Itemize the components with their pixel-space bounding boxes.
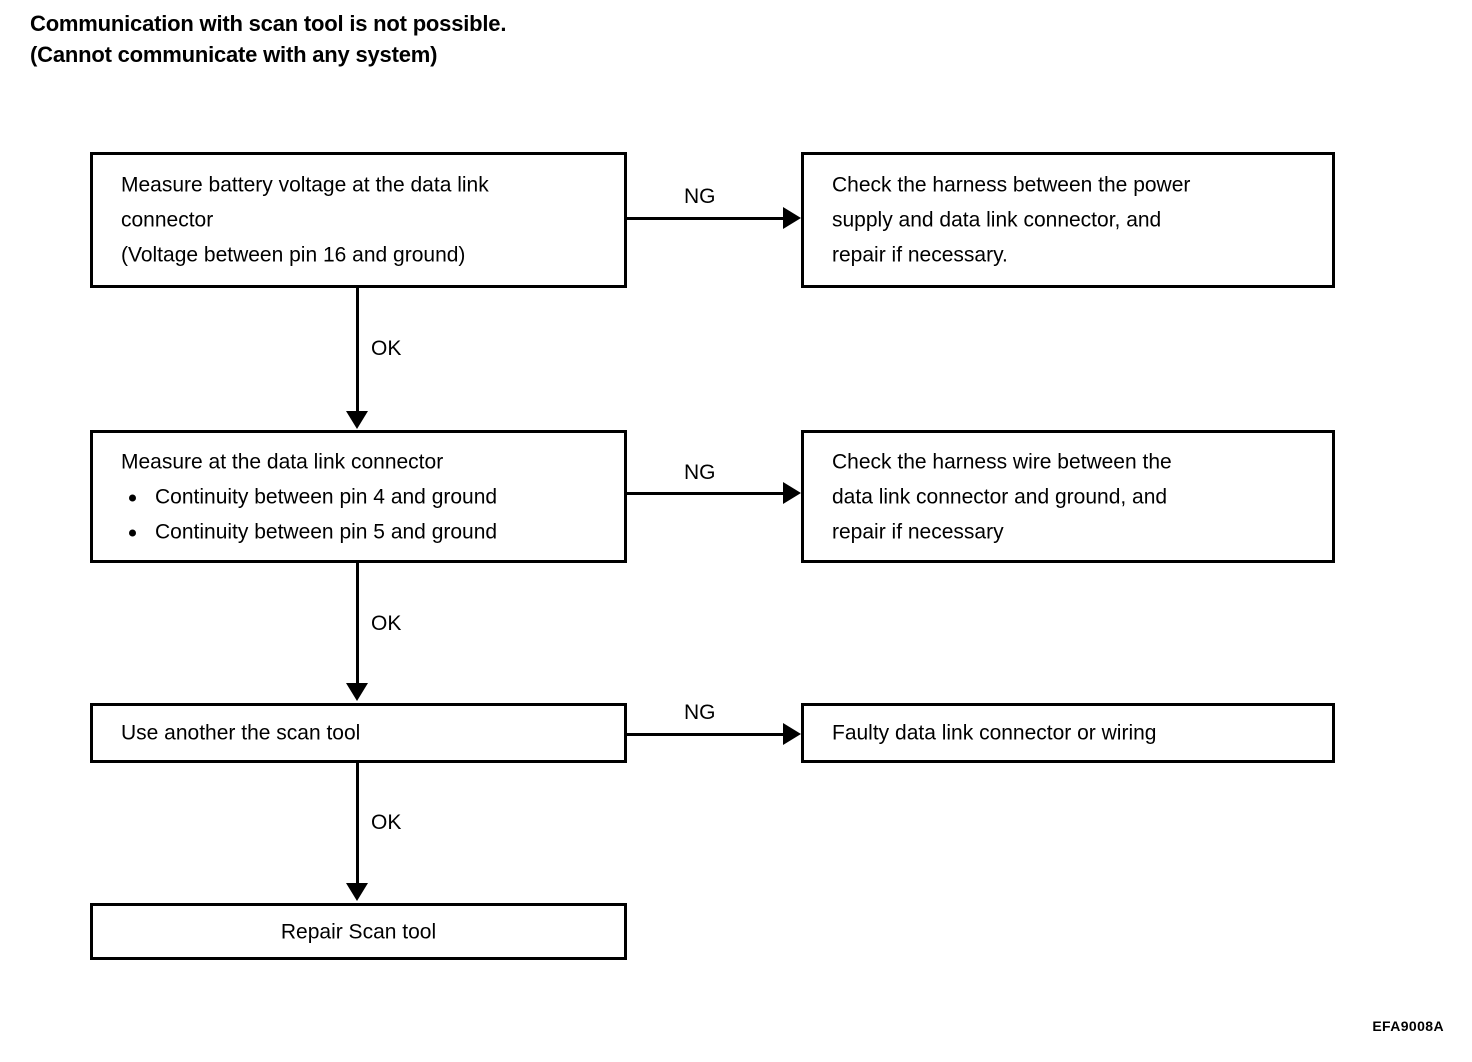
arrowhead-ng-1 <box>783 207 801 229</box>
flow-box-use-another-scan-tool: Use another the scan tool <box>90 703 627 763</box>
step4-line-1: Repair Scan tool <box>280 920 437 943</box>
flow-box-faulty-data-link-connector-text: Faulty data link connector or wiring <box>832 716 1322 751</box>
step1-line-2: connector <box>121 208 214 232</box>
flow-box-repair-scan-tool-text: Repair Scan tool <box>93 914 624 949</box>
page-title: Communication with scan tool is not poss… <box>30 8 930 70</box>
edge-label-ok-1: OK <box>371 337 402 360</box>
connector-line-ok-3 <box>356 763 359 885</box>
step2-ng-line-2: data link connector and ground, and <box>832 485 1168 508</box>
figure-reference-code: EFA9008A <box>1372 1018 1444 1034</box>
connector-line-ng-1 <box>627 217 784 220</box>
connector-line-ng-2 <box>627 492 784 495</box>
step1-ng-line-1: Check the harness between the power <box>832 173 1191 197</box>
step3-line-1: Use another the scan tool <box>121 721 361 745</box>
flow-box-check-power-supply-harness-text: Check the harness between the power supp… <box>832 168 1322 273</box>
bullet-dot-icon <box>129 529 136 536</box>
flow-box-faulty-data-link-connector: Faulty data link connector or wiring <box>801 703 1335 763</box>
edge-label-ok-3: OK <box>371 811 402 834</box>
arrowhead-ng-2 <box>783 482 801 504</box>
step2-ng-line-3: repair if necessary <box>832 520 1004 543</box>
edge-label-ng-2: NG <box>684 461 716 484</box>
edge-label-ng-3: NG <box>684 701 716 724</box>
flow-box-repair-scan-tool: Repair Scan tool <box>90 903 627 960</box>
arrowhead-ng-3 <box>783 723 801 745</box>
flow-box-measure-data-link-connector-text: Measure at the data link connector Conti… <box>121 444 614 549</box>
step1-line-1: Measure battery voltage at the data link <box>121 173 489 197</box>
connector-line-ok-2 <box>356 563 359 685</box>
step2-heading: Measure at the data link connector <box>121 450 444 473</box>
arrowhead-ok-3 <box>346 883 368 901</box>
flow-box-use-another-scan-tool-text: Use another the scan tool <box>121 716 614 751</box>
flow-box-check-power-supply-harness: Check the harness between the power supp… <box>801 152 1335 288</box>
flow-box-measure-battery-voltage-text: Measure battery voltage at the data link… <box>121 168 614 273</box>
edge-label-ok-2: OK <box>371 612 402 635</box>
step1-ng-line-3: repair if necessary. <box>832 243 1008 267</box>
arrowhead-ok-1 <box>346 411 368 429</box>
step2-ng-line-1: Check the harness wire between the <box>832 450 1172 473</box>
connector-line-ok-1 <box>356 288 359 413</box>
step3-ng-line-1: Faulty data link connector or wiring <box>832 721 1157 745</box>
bullet-dot-icon <box>129 494 136 501</box>
connector-line-ng-3 <box>627 733 784 736</box>
step2-bullet-2: Continuity between pin 5 and ground <box>121 514 614 549</box>
title-line-2: (Cannot communicate with any system) <box>30 42 438 67</box>
arrowhead-ok-2 <box>346 683 368 701</box>
title-line-1: Communication with scan tool is not poss… <box>30 11 507 36</box>
step2-bullet-1: Continuity between pin 4 and ground <box>121 479 614 514</box>
flow-box-check-ground-harness-text: Check the harness wire between the data … <box>832 444 1322 549</box>
step2-bullet-2-text: Continuity between pin 5 and ground <box>155 520 498 543</box>
step1-ng-line-2: supply and data link connector, and <box>832 208 1162 232</box>
flow-box-measure-data-link-connector: Measure at the data link connector Conti… <box>90 430 627 563</box>
edge-label-ng-1: NG <box>684 185 716 208</box>
flow-box-check-ground-harness: Check the harness wire between the data … <box>801 430 1335 563</box>
step1-line-3: (Voltage between pin 16 and ground) <box>121 243 466 267</box>
flow-box-measure-battery-voltage: Measure battery voltage at the data link… <box>90 152 627 288</box>
step2-bullet-1-text: Continuity between pin 4 and ground <box>155 485 498 508</box>
